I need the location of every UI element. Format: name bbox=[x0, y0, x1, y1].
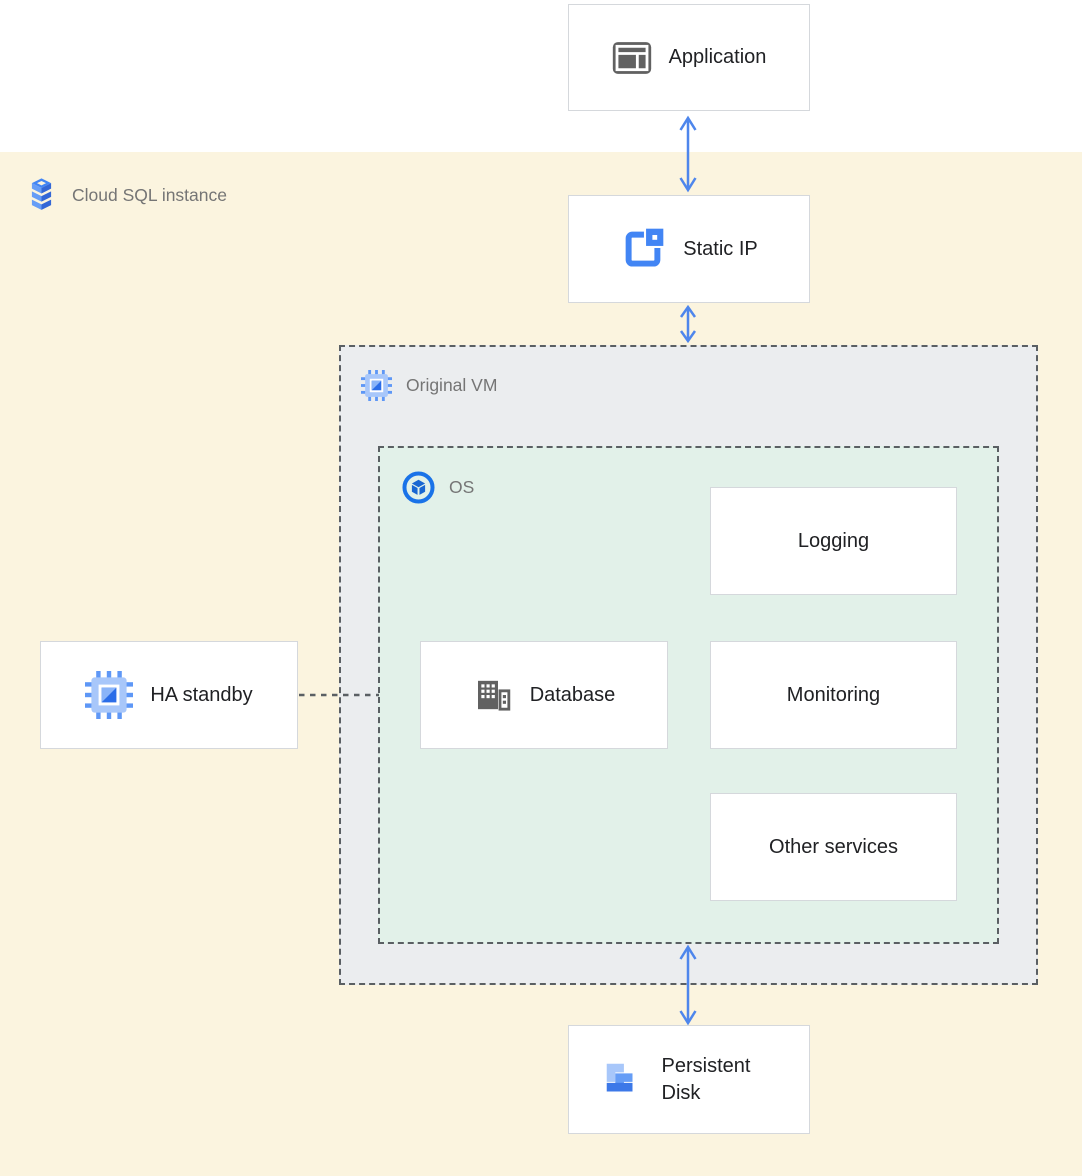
cloud-sql-icon bbox=[31, 178, 52, 210]
os-text: OS bbox=[449, 477, 475, 497]
ha-standby-node: HA standby bbox=[40, 641, 298, 749]
os-icon bbox=[402, 471, 435, 504]
external-ip-icon bbox=[625, 228, 664, 267]
database-label: Database bbox=[529, 683, 616, 706]
monitoring-node: Monitoring bbox=[710, 641, 957, 749]
original-vm-label-group: Original VM bbox=[361, 370, 497, 401]
os-label-group: OS bbox=[402, 471, 474, 504]
persistent-disk-icon bbox=[606, 1063, 632, 1091]
persistent-disk-label: Persistent Disk bbox=[661, 1054, 751, 1104]
database-node: Database bbox=[420, 641, 668, 749]
other-services-label: Other services bbox=[769, 835, 898, 858]
logging-node: Logging bbox=[710, 487, 957, 595]
application-label: Application bbox=[668, 46, 767, 68]
ha-standby-label: HA standby bbox=[150, 683, 253, 706]
compute-engine-icon bbox=[85, 671, 134, 719]
persistent-disk-node: Persistent Disk bbox=[568, 1025, 810, 1134]
logging-label: Logging bbox=[797, 529, 870, 552]
static-ip-label: Static IP bbox=[683, 237, 758, 260]
monitoring-label: Monitoring bbox=[786, 683, 881, 706]
original-vm-text: Original VM bbox=[406, 375, 498, 395]
static-ip-node: Static IP bbox=[568, 195, 810, 303]
database-icon bbox=[477, 680, 510, 711]
cloud-sql-instance-text: Cloud SQL instance bbox=[72, 185, 227, 205]
compute-engine-icon bbox=[361, 370, 392, 401]
web-app-icon bbox=[612, 41, 651, 74]
application-node: Application bbox=[568, 4, 810, 111]
other-services-node: Other services bbox=[710, 793, 957, 901]
cloud-sql-instance-label: Cloud SQL instance bbox=[25, 177, 227, 214]
